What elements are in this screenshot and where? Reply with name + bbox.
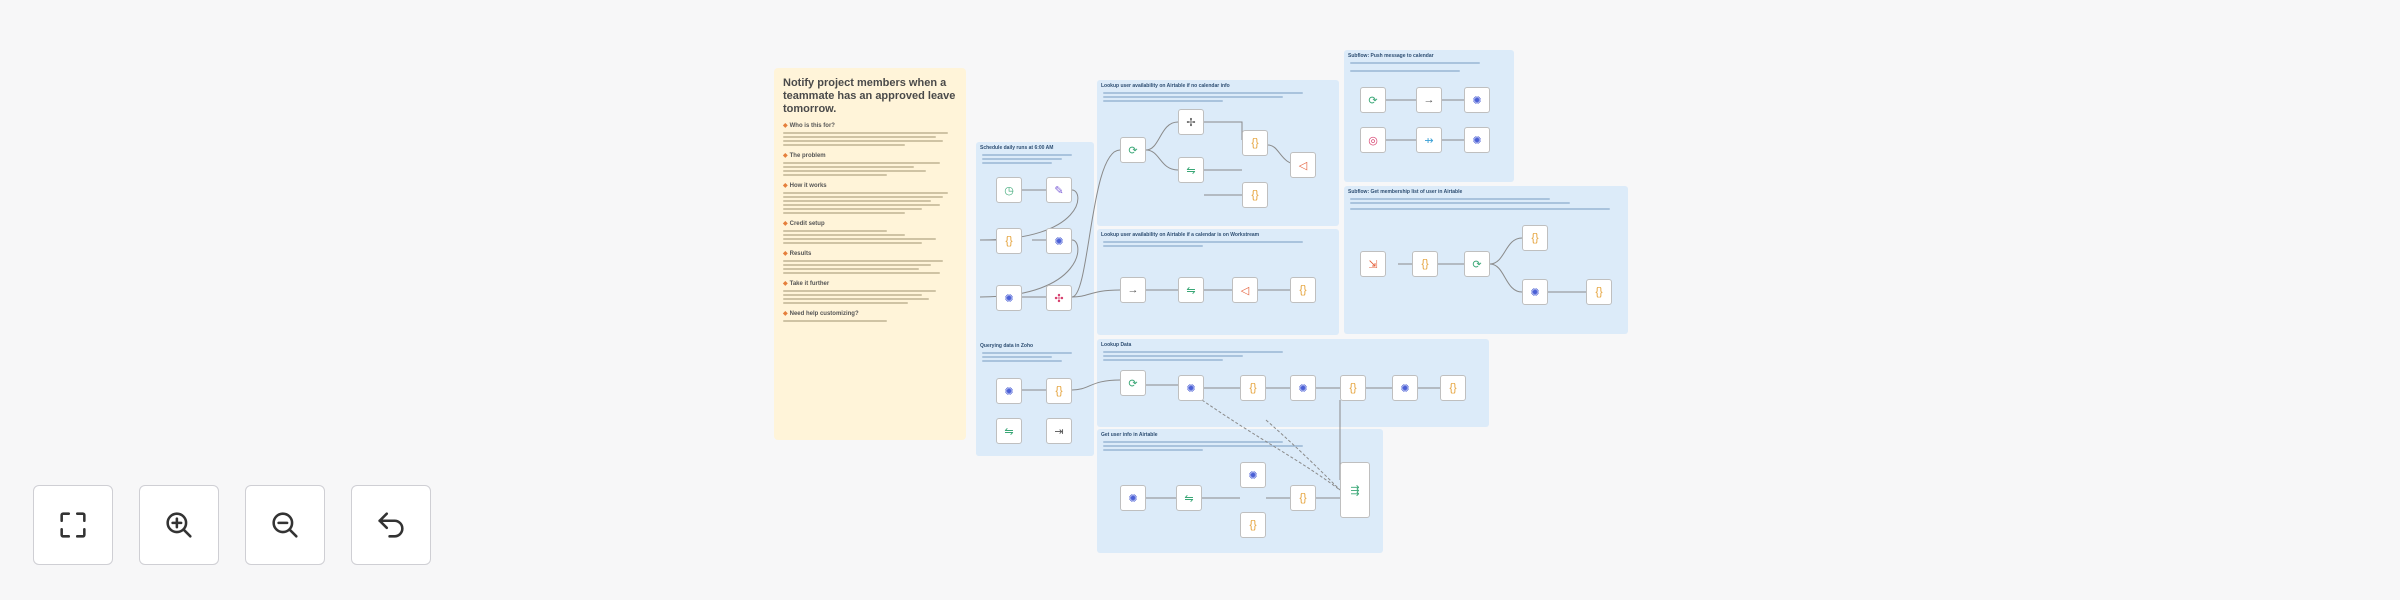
code-node-icon[interactable]: {} [1242,130,1268,156]
merge-node-icon[interactable]: ⇶ [1340,462,1370,518]
noop-node-icon[interactable]: → [1416,87,1442,113]
slack-node-icon[interactable]: ◁ [1232,277,1258,303]
airtable-node-icon[interactable]: ✺ [1046,228,1072,254]
code-node-icon[interactable]: {} [996,228,1022,254]
if-node-icon[interactable]: ✢ [1178,109,1204,135]
group-querying[interactable]: Querying data in Zoho [976,340,1094,456]
code-node-icon[interactable]: {} [1586,279,1612,305]
loop-node-icon[interactable]: ⟳ [1464,251,1490,277]
airtable-node-icon[interactable]: ✺ [1240,462,1266,488]
zoho-node-icon[interactable]: ✺ [996,285,1022,311]
reset-zoom-button[interactable] [351,485,431,565]
note-section-heading: ◆The problem [783,153,826,159]
code-node-icon[interactable]: {} [1522,225,1548,251]
code-node-icon[interactable]: {} [1290,485,1316,511]
sticky-note-title: Notify project members when a teammate h… [783,77,956,115]
filter-node-icon[interactable]: ⇋ [1178,157,1204,183]
code-node-icon[interactable]: {} [1046,378,1072,404]
airtable-node-icon[interactable]: ✺ [1522,279,1548,305]
note-section-heading: ◆Results [783,251,812,257]
note-section-heading: ◆Who is this for? [783,123,835,129]
loop-node-icon[interactable]: ⟳ [1120,137,1146,163]
note-section-heading: ◆How it works [783,183,827,189]
fit-view-icon [60,512,86,538]
webhook-node-icon[interactable]: ◎ [1360,127,1386,153]
code-node-icon[interactable]: {} [1412,251,1438,277]
loop-node-icon[interactable]: ⟳ [1120,370,1146,396]
code-node-icon[interactable]: {} [1242,182,1268,208]
split-node-icon[interactable]: ⇸ [1416,127,1442,153]
merge-node-icon[interactable]: ⇥ [1046,418,1072,444]
airtable-node-icon[interactable]: ✺ [1120,485,1146,511]
filter-node-icon[interactable]: ⇋ [996,418,1022,444]
zoom-out-button[interactable] [245,485,325,565]
trigger-node-icon[interactable]: ⟳ [1360,87,1386,113]
code-node-icon[interactable]: {} [1240,375,1266,401]
fit-view-button[interactable] [33,485,113,565]
schedule-trigger-icon[interactable]: ◷ [996,177,1022,203]
sticky-note[interactable]: Notify project members when a teammate h… [774,68,966,440]
zoom-in-button[interactable] [139,485,219,565]
code-node-icon[interactable]: {} [1340,375,1366,401]
undo-icon [378,512,404,538]
zoho-node-icon[interactable]: ✺ [1290,375,1316,401]
code-node-icon[interactable]: {} [1440,375,1466,401]
code-node-icon[interactable]: {} [1240,512,1266,538]
zoho-query-icon[interactable]: ✺ [996,378,1022,404]
zoom-out-icon [272,512,298,538]
slack-node-icon[interactable]: ◁ [1290,152,1316,178]
calendar-node-icon[interactable]: ✺ [1464,127,1490,153]
zoom-in-icon [166,512,192,538]
filter-node-icon[interactable]: ⇋ [1178,277,1204,303]
filter-node-icon[interactable]: ⇋ [1176,485,1202,511]
code-node-icon[interactable]: {} [1290,277,1316,303]
calendar-node-icon[interactable]: ✺ [1464,87,1490,113]
zoho-node-icon[interactable]: ✺ [1178,375,1204,401]
split-node-icon[interactable]: ✣ [1046,285,1072,311]
note-section-heading: ◆Credit setup [783,221,825,227]
edit-fields-icon[interactable]: ✎ [1046,177,1072,203]
canvas-controls [33,485,431,565]
zoho-node-icon[interactable]: ✺ [1392,375,1418,401]
subflow-trigger-icon[interactable]: ⇲ [1360,251,1386,277]
noop-node-icon[interactable]: → [1120,277,1146,303]
note-section-heading: ◆Take it further [783,281,830,287]
group-subflow-push[interactable]: Subflow: Push message to calendar [1344,50,1514,182]
note-section-heading: ◆Need help customizing? [783,311,859,317]
